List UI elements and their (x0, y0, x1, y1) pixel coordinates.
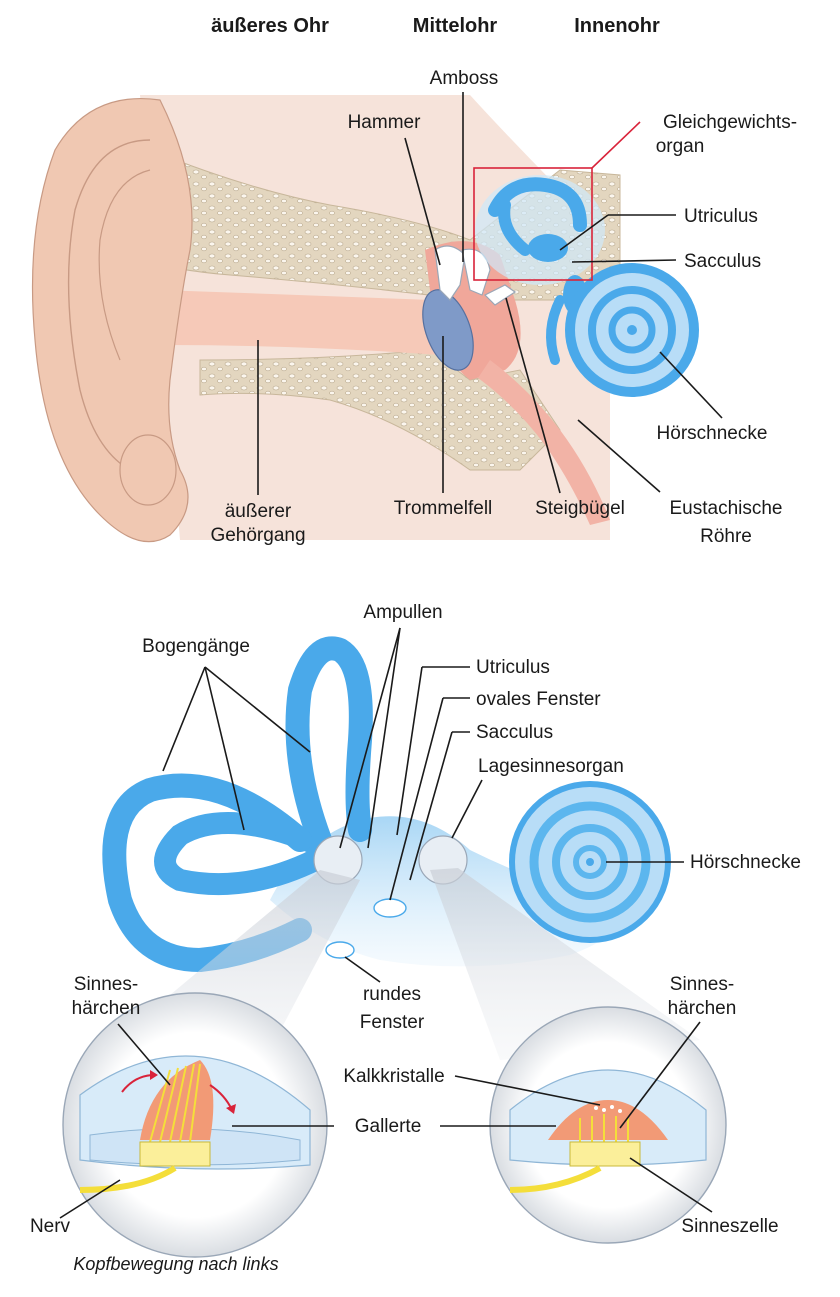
leader-sinnes-right (619, 1021, 701, 1129)
leader-hammer (404, 137, 441, 266)
label-eustach-1: Eustachische (669, 498, 782, 519)
label-nerv: Nerv (30, 1216, 71, 1237)
leader-sinneszelle (629, 1157, 713, 1213)
header-outer-ear: äußeres Ohr (211, 15, 329, 37)
label-sacculus-mid: Sacculus (476, 722, 553, 743)
leader-hoerschnecke-top (659, 351, 723, 419)
label-trommelfell: Trommelfell (394, 498, 493, 519)
header-inner-ear: Innenohr (574, 15, 660, 37)
caption-head-movement: Kopfbewegung nach links (73, 1254, 278, 1274)
leader-steigbuegel (505, 297, 561, 494)
stirrup-bone (483, 284, 517, 306)
header-middle-ear: Mittelohr (413, 15, 498, 37)
ear-canal (160, 290, 440, 355)
label-sinneszelle: Sinneszelle (681, 1216, 778, 1237)
leader-nerv (59, 1179, 121, 1219)
eustachian-tube (478, 360, 610, 525)
hair-cells-right (579, 1114, 629, 1142)
leader-lagesinn (451, 779, 483, 839)
nerve-fibers-right (509, 1165, 602, 1193)
inner-ear-top (475, 175, 699, 397)
label-gehoergang-1: äußerer (225, 501, 292, 522)
label-kalkkristalle: Kalkkristalle (343, 1066, 444, 1087)
leader-bogen-b (204, 666, 245, 831)
hammer-bone (434, 245, 466, 301)
leader-kalk (454, 1075, 601, 1106)
leader-bogen-a (162, 666, 206, 772)
pinna-fold-inner (98, 169, 151, 361)
leader-ampullen-a (339, 627, 401, 849)
otolith-gel (548, 1100, 668, 1140)
label-gleich-2: organ (656, 136, 705, 157)
label-bogengaenge: Bogengänge (142, 636, 250, 657)
label-hoerschnecke-mid: Hörschnecke (690, 852, 801, 873)
rundes-fenster (325, 941, 355, 959)
label-eustach-2: Röhre (700, 526, 752, 547)
label-ovales: ovales Fenster (476, 689, 601, 710)
leader-rundes (344, 956, 381, 983)
balance-organ-highlight (473, 167, 593, 281)
otoliths (594, 1105, 622, 1113)
leader-ovales-b (389, 697, 444, 901)
label-utriculus-top: Utriculus (684, 206, 758, 227)
label-gehoergang-2: Gehörgang (210, 525, 305, 546)
label-lagesinn: Lagesinnesorgan (478, 756, 624, 777)
cupula (140, 1060, 214, 1140)
label-hammer: Hammer (348, 112, 422, 133)
leader-ampullen-b (367, 627, 401, 849)
label-gleich-1: Gleichgewichts- (663, 112, 797, 133)
earlobe (119, 434, 177, 506)
eardrum (422, 289, 474, 371)
label-gallerte: Gallerte (355, 1116, 422, 1137)
balance-organ-highlight-leader (591, 121, 641, 169)
label-rundes-2: Fenster (360, 1012, 425, 1033)
label-hoerschnecke-top: Hörschnecke (657, 423, 768, 444)
ovales-fenster (373, 898, 407, 918)
label-amboss: Amboss (430, 68, 499, 89)
leader-sinnes-left (117, 1023, 171, 1086)
label-steigbuegel: Steigbügel (535, 498, 625, 519)
pinna-fold (67, 139, 151, 471)
leader-sacculus-mid-b (409, 731, 453, 881)
leader-sacculus-top (571, 259, 677, 263)
label-sacculus-top: Sacculus (684, 251, 761, 272)
leader-utriculus-mid-b (396, 666, 423, 836)
label-ampullen: Ampullen (363, 602, 442, 623)
label-sinnes-right-2: härchen (668, 998, 737, 1019)
canal-horizontal (154, 812, 341, 896)
leader-bogen-c (204, 666, 311, 753)
label-sinnes-left-1: Sinnes- (74, 974, 138, 995)
canal-vertical (285, 636, 373, 852)
label-rundes-1: rundes (363, 984, 421, 1005)
leader-eustach (577, 419, 661, 493)
label-utriculus-mid: Utriculus (476, 657, 550, 678)
leader-utriculus-top-b (559, 214, 609, 251)
pinna (31, 98, 193, 543)
nerve-fibers-left (79, 1165, 177, 1193)
label-sinnes-left-2: härchen (72, 998, 141, 1019)
label-sinnes-right-1: Sinnes- (670, 974, 734, 995)
crista-ampullaris-zoom (62, 992, 328, 1258)
ear-cross-section (31, 95, 699, 543)
macula-zoom (489, 1006, 727, 1244)
